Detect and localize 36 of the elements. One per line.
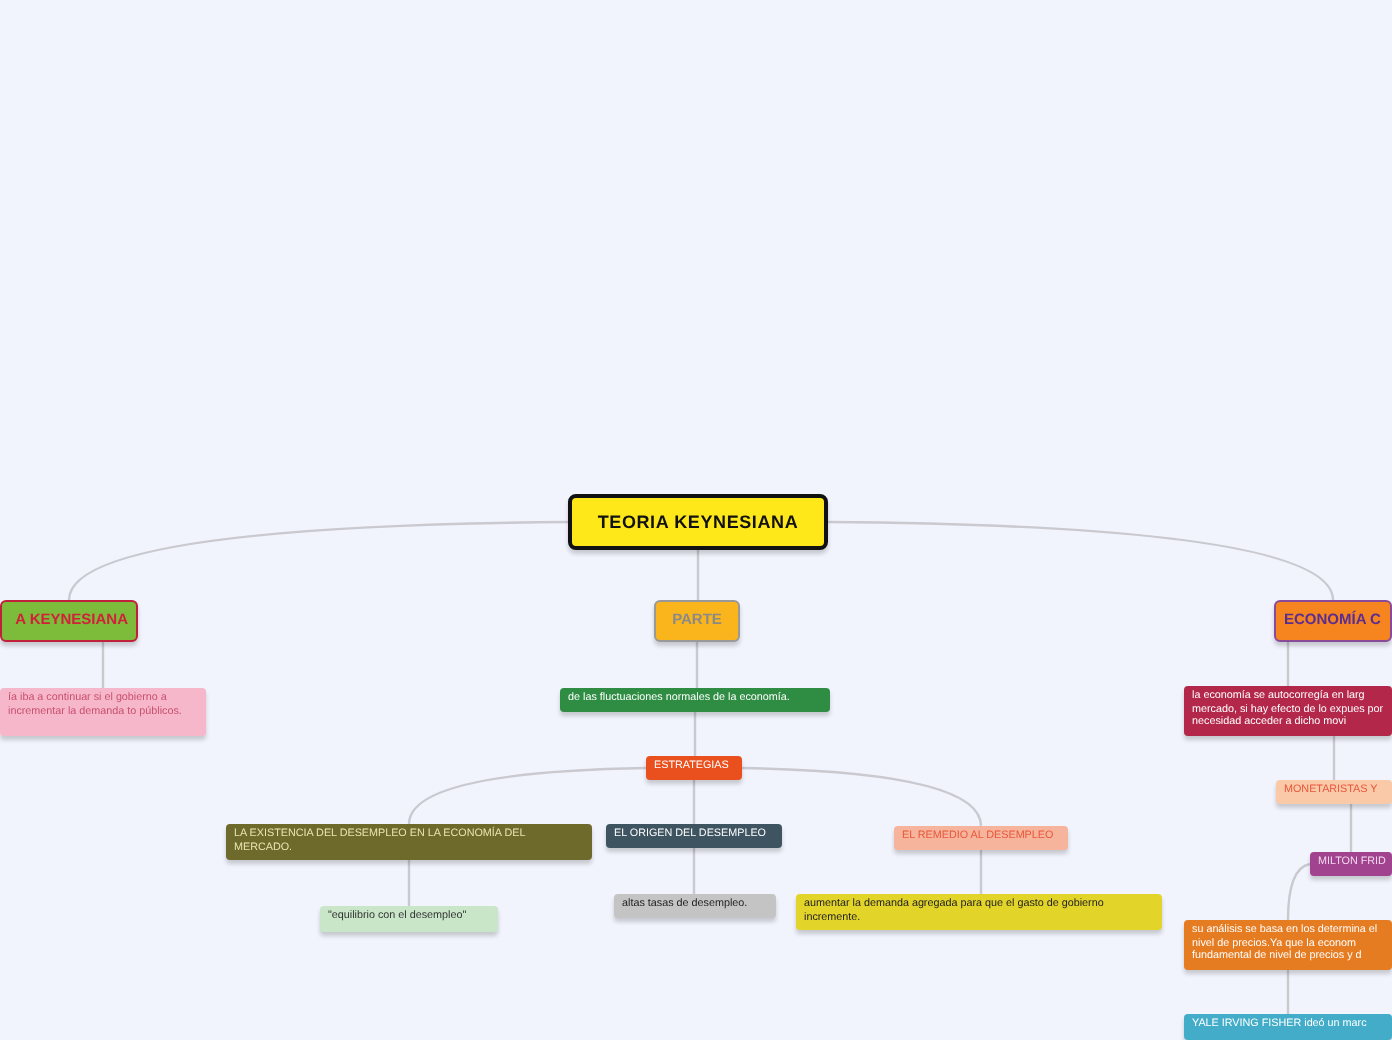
connector-line: [696, 550, 700, 600]
connector-line: [979, 850, 983, 894]
connector-line: [741, 766, 983, 827]
topic-box: [1184, 920, 1392, 970]
connector-line: [1332, 736, 1336, 780]
connector-line: [1286, 862, 1311, 921]
topic-box: [226, 824, 592, 860]
topic-box: [654, 600, 740, 642]
topic-text: TEORIA KEYNESIANA: [597, 515, 799, 529]
connector-line: [695, 642, 699, 688]
topic-box: [646, 756, 742, 780]
topic-box: [1310, 852, 1392, 876]
connector-line: [1286, 642, 1290, 686]
topic-box: [560, 688, 830, 712]
connector-line: [407, 860, 411, 906]
connector-line: [692, 780, 696, 824]
topic-box: [0, 688, 206, 736]
topic-box: [1184, 1014, 1392, 1040]
topic-box: [1184, 686, 1392, 736]
topic-box: [1274, 600, 1392, 642]
connector-line: [692, 848, 696, 894]
connector-line: [407, 766, 647, 825]
topic-box: [894, 826, 1068, 850]
connector-line: [67, 520, 568, 601]
connector-line: [693, 712, 697, 756]
topic-box: [614, 894, 776, 918]
connector-line: [828, 520, 1335, 601]
connector-line: [101, 642, 105, 688]
topic-box: [606, 824, 782, 848]
topic-box: [1276, 780, 1392, 804]
topic-box: [320, 906, 498, 932]
topic-box: [568, 494, 828, 550]
topic-box: [0, 600, 138, 642]
connector-line: [1286, 970, 1290, 1014]
connector-line: [1349, 804, 1353, 852]
topic-box: [796, 894, 1162, 930]
